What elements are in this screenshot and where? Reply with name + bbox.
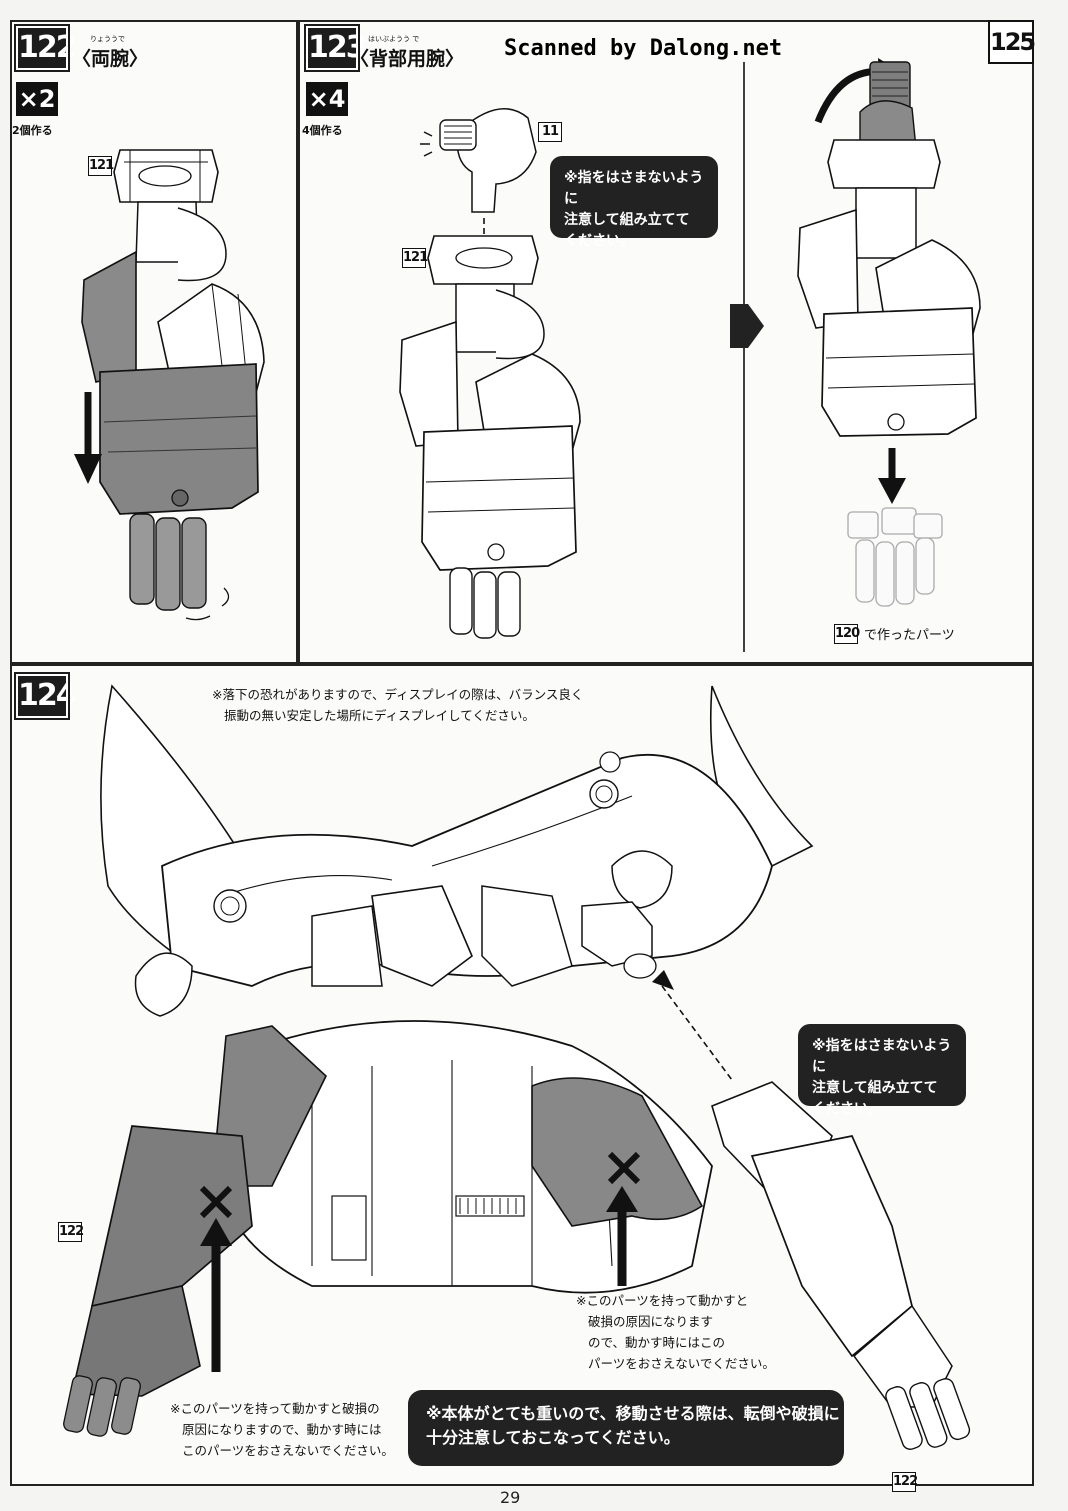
caution-left-note: ※このパーツを持って動かすと破損の 原因になりますので、動かす時には このパーツ… [170, 1398, 420, 1461]
part-ref-121: 121 [402, 248, 428, 268]
note-line: ので、動かす時にはこの [588, 1335, 726, 1350]
made-parts-caption: で作ったパーツ [864, 628, 955, 643]
title-text: 〈両腕〉 [72, 48, 149, 70]
part-ref-122: 122 [892, 1472, 918, 1492]
quantity-badge: ×4 [306, 82, 348, 116]
caution-center-note: ※このパーツを持って動かすと 破損の原因になります ので、動かす時にはこの パー… [576, 1290, 806, 1374]
note-line: 破損の原因になります [588, 1314, 714, 1329]
title-text: 〈背部用腕〉 [350, 48, 465, 70]
step-124-panel: 124 ※落下の恐れがありますので、ディスプレイの際は、バランス良く 振動の無い… [10, 664, 1034, 1492]
pinch-caution-bubble: ※指をはさまないように 注意して組み立てて ください。 [550, 156, 718, 249]
bubble-line: 注意して組み立てて [812, 1080, 938, 1096]
bubble-line: ください。 [812, 1101, 882, 1117]
step-122-panel: 122 りょううで 〈両腕〉 ×2 2個作る 121 [10, 20, 298, 664]
title-ruby: はいぶようう で [368, 35, 420, 43]
note-line: ※このパーツを持って動かすと破損の [170, 1401, 380, 1416]
note-line: 原因になりますので、動かす時には [182, 1422, 382, 1437]
bubble-line: ※指をはさまないように [812, 1038, 952, 1075]
step-number: 124 [14, 672, 77, 720]
note-line: ※このパーツを持って動かすと [576, 1293, 749, 1308]
neue-ziel-body-illustration [63, 684, 971, 1450]
backarm-after-illustration [797, 58, 981, 607]
heavy-body-warning: ※本体がとても重いので、移動させる際は、転倒や破損に 十分注意しておこなってくだ… [408, 1390, 844, 1466]
note-line: パーツをおさえないでください。 [588, 1356, 775, 1371]
step-title: りょううで 〈両腕〉 [72, 35, 149, 71]
warning-line: 十分注意しておこなってください。 [426, 1428, 680, 1447]
warning-line: ※本体がとても重いので、移動させる際は、転倒や破損に [426, 1404, 840, 1423]
step-title: はいぶようう で 〈背部用腕〉 [350, 35, 465, 71]
step-number: 123 [304, 24, 367, 72]
backarm-before-illustration [399, 62, 764, 652]
bubble-line: 注意して組み立てて [564, 212, 690, 228]
pinch-caution-bubble: ※指をはさまないように 注意して組み立てて ください。 [798, 1024, 966, 1117]
bubble-line: ください。 [564, 233, 634, 249]
part-ref-11: 11 [538, 122, 562, 142]
display-caution-note: ※落下の恐れがありますので、ディスプレイの際は、バランス良く 振動の無い安定した… [212, 684, 652, 726]
step-number: 122 [14, 24, 77, 72]
corner-tab: 125 [988, 20, 1036, 64]
quantity-caption: 4個作る [302, 124, 343, 137]
arm-assembly-illustration [74, 149, 265, 621]
scan-watermark: Scanned by Dalong.net [504, 36, 783, 61]
quantity-badge: ×2 [16, 82, 58, 116]
bubble-line: ※指をはさまないように [564, 170, 704, 207]
part-ref-120: 120 [834, 624, 860, 644]
note-line: ※落下の恐れがありますので、ディスプレイの際は、バランス良く [212, 687, 584, 702]
quantity-caption: 2個作る [12, 124, 53, 137]
part-ref-122-left: 122 [58, 1222, 84, 1242]
note-line: このパーツをおさえないでください。 [182, 1443, 394, 1458]
title-ruby: りょううで [90, 35, 125, 43]
note-line: 振動の無い安定した場所にディスプレイしてください。 [224, 708, 535, 723]
page-number: 29 [500, 1488, 521, 1507]
part-ref-121: 121 [88, 156, 114, 176]
step-123-panel: 123 はいぶようう で 〈背部用腕〉 ×4 4個作る 11 121 ※指をはさ… [298, 20, 1036, 664]
